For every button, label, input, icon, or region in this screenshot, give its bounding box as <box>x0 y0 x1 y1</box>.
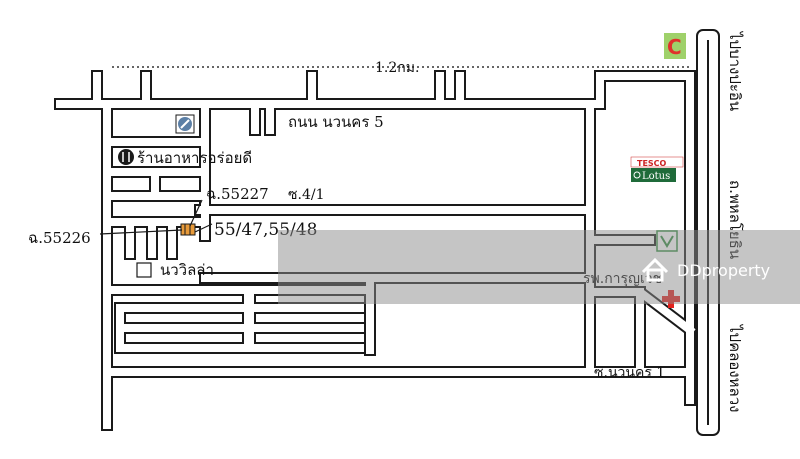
house-plot-icon <box>180 223 196 236</box>
soi-b-label: ซ.นวนคร 1 <box>594 365 665 381</box>
restaurant-label: ร้านอาหารอร่อยดี <box>137 149 252 167</box>
tesco-lotus-icon: TESCO Lotus <box>630 156 684 182</box>
restaurant-icon <box>118 149 134 165</box>
watermark: DDproperty <box>278 230 800 304</box>
road-main-label: ถนน นวนคร 5 <box>288 113 384 131</box>
soi-a-label: ซ.4/1 <box>288 187 324 203</box>
watermark-logo-icon <box>641 257 669 282</box>
svg-text:Lotus: Lotus <box>642 171 670 182</box>
svg-text:C: C <box>667 35 682 59</box>
distance-label: 1.2กม. <box>375 60 419 76</box>
village-label: นววิลล่า <box>160 261 214 279</box>
to-khlong-luang-label: ไปคลองหลวง <box>726 324 744 412</box>
caltex-icon: C <box>664 33 686 59</box>
watermark-text: DDproperty <box>677 261 770 280</box>
home-marker-icon <box>136 262 152 278</box>
to-bang-pa-in-label: ไปบางปะอิน <box>726 31 744 111</box>
lotus-badge-icon <box>175 114 195 134</box>
road-network <box>54 70 699 431</box>
svg-text:TESCO: TESCO <box>637 159 667 168</box>
leader-lines <box>99 199 213 235</box>
lot-a-label: ฉ.55227 <box>206 185 269 203</box>
lot-b-label: ฉ.55226 <box>28 229 91 247</box>
